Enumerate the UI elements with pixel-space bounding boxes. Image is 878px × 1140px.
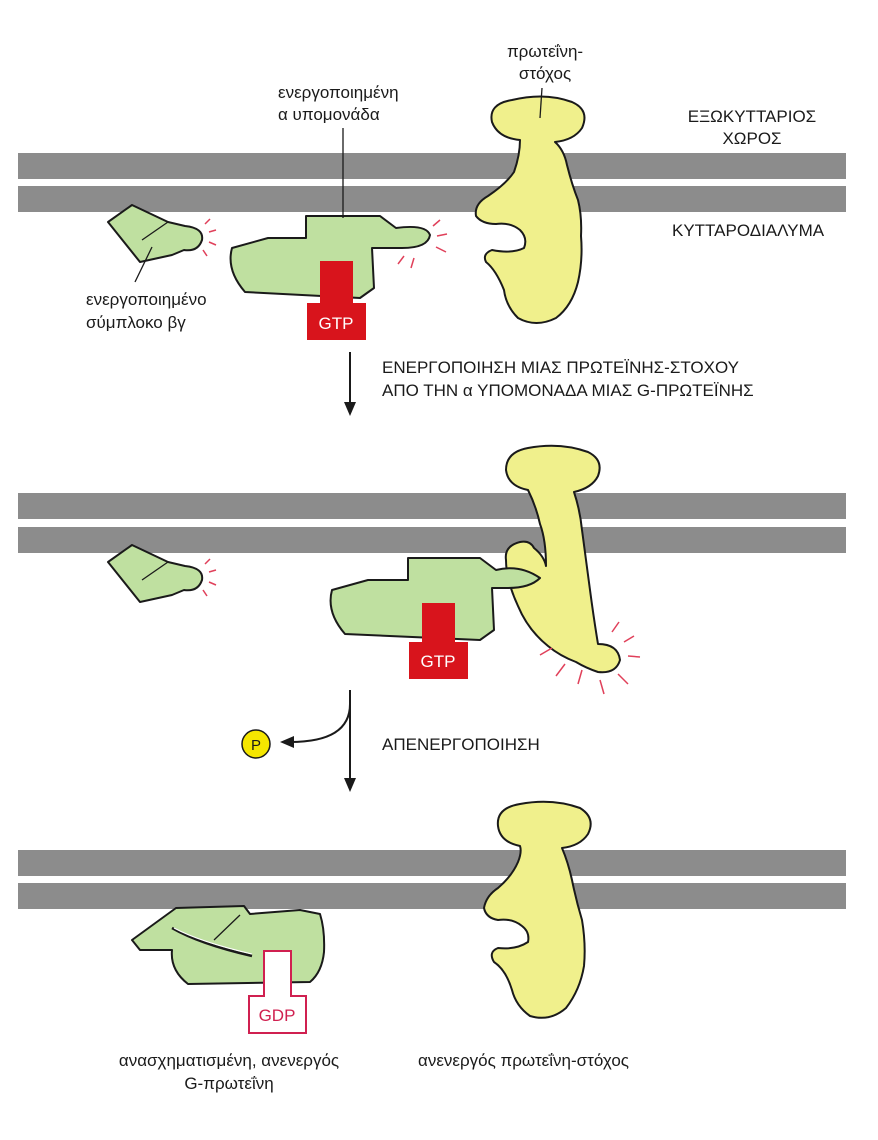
panel-3: GDP ανασχηματισμένη, ανενεργός G-πρωτεΐν… — [18, 800, 846, 1093]
reformed-g-label-line1: ανασχηματισμένη, ανενεργός — [119, 1051, 339, 1070]
step-1-arrow — [344, 352, 356, 416]
beta-gamma-complex-2 — [107, 544, 217, 603]
activated-bg-label-line2: σύμπλοκο βγ — [86, 313, 186, 332]
target-protein-1 — [474, 87, 586, 324]
target-protein-3 — [483, 800, 592, 1019]
panel-1: GTP πρωτεΐνη- στόχος ενεργοποιημένη α υπ… — [18, 42, 846, 340]
gtp-label-1: GTP — [319, 314, 354, 333]
membrane-outer-2 — [18, 493, 846, 519]
membrane-inner-3 — [18, 883, 846, 909]
phosphate: P — [241, 729, 271, 759]
cytosol-label: ΚΥΤΤΑΡΟΔΙΑΛΥΜΑ — [672, 221, 825, 240]
gtp-label-2: GTP — [421, 652, 456, 671]
target-protein-2 — [504, 444, 641, 695]
activated-alpha-label-line2: α υπομονάδα — [278, 105, 380, 124]
activation-rays-target-2 — [539, 621, 641, 695]
gtp-molecule-1 — [307, 261, 366, 340]
beta-gamma-complex-1 — [107, 204, 217, 283]
activated-alpha-label-line1: ενεργοποιημένη — [278, 83, 399, 102]
step-1-label-line2: ΑΠΟ ΤΗΝ α ΥΠΟΜΟΝΑΔΑ ΜΙΑΣ G-ΠΡΩΤΕΪΝΗΣ — [382, 381, 754, 400]
gdp-molecule — [248, 950, 307, 1034]
membrane-inner-2 — [18, 527, 846, 553]
target-protein-label-line1: πρωτεΐνη- — [507, 42, 583, 61]
extracellular-label-line2: ΧΩΡΟΣ — [722, 129, 781, 148]
step-2-arrow — [280, 690, 356, 792]
activation-rays-bg-1 — [202, 218, 217, 257]
membrane-outer-1 — [18, 153, 846, 179]
target-protein-label-line2: στόχος — [519, 64, 571, 83]
inactive-target-label: ανενεργός πρωτεΐνη-στόχος — [418, 1051, 629, 1070]
extracellular-label-line1: ΕΞΩΚΥΤΤΑΡΙΟΣ — [688, 107, 816, 126]
reformed-g-label-line2: G-πρωτεΐνη — [184, 1074, 273, 1093]
activation-rays-bg-2 — [202, 558, 217, 597]
alpha-subunit-1: GTP — [229, 128, 448, 340]
phosphate-label: P — [251, 737, 261, 754]
activation-rays-alpha-1 — [397, 219, 448, 269]
gdp-label: GDP — [259, 1006, 296, 1025]
membrane-inner-1 — [18, 186, 846, 212]
step-1-label-line1: ΕΝΕΡΓΟΠΟΙΗΣΗ ΜΙΑΣ ΠΡΩΤΕΪΝΗΣ-ΣΤΟΧΟΥ — [382, 358, 739, 377]
reformed-g-protein: GDP — [131, 905, 326, 1034]
activated-bg-label-line1: ενεργοποιημένο — [86, 290, 207, 309]
alpha-subunit-2: GTP — [329, 557, 541, 679]
gtp-molecule-2 — [409, 603, 468, 679]
membrane-outer-3 — [18, 850, 846, 876]
step-2-label: ΑΠΕΝΕΡΓΟΠΟΙΗΣΗ — [382, 735, 540, 754]
panel-2: GTP — [18, 444, 846, 695]
